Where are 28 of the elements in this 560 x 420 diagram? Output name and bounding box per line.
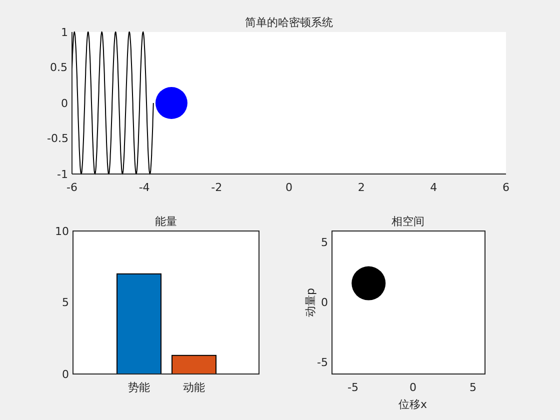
axis-title: 位移x <box>398 398 428 410</box>
category-label: 动能 <box>183 380 205 394</box>
axis-tick-label: -1 <box>57 168 68 180</box>
axis-tick-label: -0.5 <box>47 132 68 145</box>
axis-tick-label: 2 <box>358 180 365 194</box>
axis-tick-label: 5 <box>321 236 328 249</box>
axis-tick-label: 0 <box>410 380 416 394</box>
category-label: 势能 <box>128 380 150 394</box>
axis-tick-label: 5 <box>62 296 69 309</box>
axis-tick-label: -5 <box>317 356 328 369</box>
axis-tick-label: -5 <box>348 380 358 394</box>
axis-tick-label: 0 <box>321 296 328 309</box>
axis-tick-label: -6 <box>66 180 78 194</box>
chart-title: 相空间 <box>392 214 424 228</box>
axis-tick-label: 0 <box>62 368 69 380</box>
axis-tick-label: 5 <box>470 380 476 394</box>
axis-tick-label: 0.5 <box>50 61 68 74</box>
axis-tick-label: 0 <box>61 96 68 110</box>
axis-tick-label: -2 <box>211 180 222 194</box>
axis-tick-label: 4 <box>430 180 438 194</box>
axis-tick-label: 1 <box>61 26 68 38</box>
axis-tick-label: -4 <box>138 180 150 194</box>
axis-title: 动量p <box>304 288 316 316</box>
axis-tick-label: 0 <box>286 180 292 194</box>
axis-tick-label: 10 <box>55 224 69 238</box>
axis-tick-label: 6 <box>502 180 510 194</box>
chart-title: 能量 <box>155 214 177 228</box>
plot-title: 简单的哈密顿系统 <box>245 16 333 28</box>
